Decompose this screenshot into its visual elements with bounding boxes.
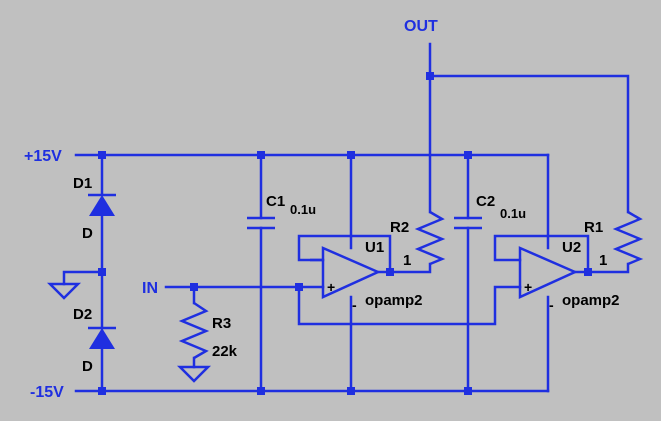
net-label-out: OUT	[404, 18, 438, 35]
u1-ref: U1	[365, 239, 384, 256]
junction-pos-u1	[347, 151, 355, 159]
capacitor-c2[interactable]	[454, 216, 482, 230]
r2-ref: R2	[390, 219, 409, 236]
junction-in-u2	[295, 283, 303, 291]
opamp-u2-triangle	[518, 246, 579, 299]
d1-value: D	[82, 225, 93, 242]
junction-out	[426, 72, 434, 80]
u1-value: opamp2	[365, 292, 423, 309]
diode-d2[interactable]	[88, 326, 116, 349]
resistor-r2[interactable]	[414, 210, 446, 266]
ground-r3	[176, 365, 212, 383]
net-label-neg-rail: -15V	[30, 384, 64, 401]
wire-ground-tap	[62, 270, 104, 286]
u2-minus-symbol: -	[549, 297, 554, 313]
d1-ref: D1	[73, 175, 92, 192]
capacitor-c1[interactable]	[247, 216, 275, 230]
opamp-u1-triangle	[321, 246, 382, 299]
junction-ground-tap	[98, 268, 106, 276]
junction-pos-c1	[257, 151, 265, 159]
junction-neg-u1	[347, 387, 355, 395]
ground-left	[46, 282, 82, 300]
wire-u2-feedback	[493, 234, 590, 274]
u2-plus-symbol: +	[524, 279, 532, 295]
r1-value: 1	[599, 252, 607, 269]
c1-value: 0.1u	[290, 202, 316, 217]
junction-u1-out	[386, 268, 394, 276]
u2-ref: U2	[562, 239, 581, 256]
d2-ref: D2	[73, 306, 92, 323]
diode-d1-symbol	[89, 195, 115, 216]
r3-ref: R3	[212, 315, 231, 332]
u2-value: opamp2	[562, 292, 620, 309]
resistor-r3[interactable]	[178, 301, 210, 360]
r1-ref: R1	[584, 219, 603, 236]
junction-in	[190, 283, 198, 291]
junction-neg-c2	[464, 387, 472, 395]
junction-neg-left	[98, 387, 106, 395]
junctions	[98, 72, 592, 395]
net-label-in: IN	[142, 280, 158, 297]
resistor-r1[interactable]	[612, 210, 644, 266]
wires	[62, 42, 630, 393]
c2-value: 0.1u	[500, 206, 526, 221]
u1-minus-symbol: -	[352, 297, 357, 313]
junction-u2-out	[584, 268, 592, 276]
junction-pos-left	[98, 151, 106, 159]
ground-r3-symbol	[176, 365, 212, 383]
diode-d2-symbol	[89, 328, 115, 349]
d2-value: D	[82, 358, 93, 375]
ground-left-symbol	[46, 282, 82, 300]
r3-value: 22k	[212, 343, 238, 360]
junction-pos-c2	[464, 151, 472, 159]
wire-u2-out-r1	[573, 262, 630, 274]
wire-u1-out-r2	[376, 262, 432, 274]
diode-d1[interactable]	[88, 193, 116, 216]
c1-ref: C1	[266, 193, 285, 210]
c2-ref: C2	[476, 193, 495, 210]
junction-neg-c1	[257, 387, 265, 395]
u1-plus-symbol: +	[327, 279, 335, 295]
r2-value: 1	[403, 252, 411, 269]
opamp-u1[interactable]	[310, 246, 382, 299]
wire-u1-feedback	[297, 234, 392, 274]
labels: OUT IN +15V -15V D1 D D2 D C1 0.1u C2 0.…	[24, 18, 620, 401]
net-label-pos-rail: +15V	[24, 148, 62, 165]
wire-input-to-u2	[297, 285, 522, 326]
wire-out-horizontal	[428, 74, 630, 214]
opamp-u2[interactable]	[518, 246, 579, 299]
